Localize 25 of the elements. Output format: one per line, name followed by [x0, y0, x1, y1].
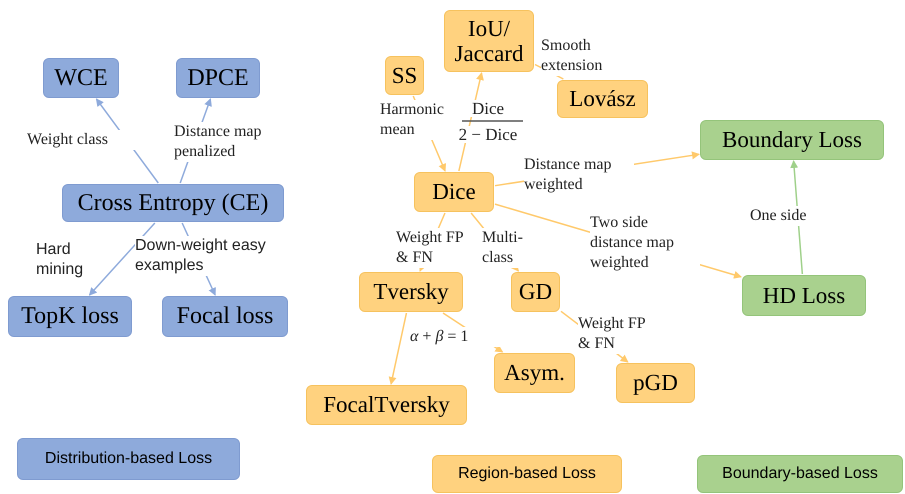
loss-box: Dice	[414, 172, 494, 212]
loss-box: TopK loss	[8, 296, 132, 337]
loss-box: HD Loss	[742, 275, 866, 316]
edge-label: Two side distance map weighted	[590, 213, 700, 273]
arrow	[88, 222, 156, 296]
loss-box: Tversky	[359, 272, 463, 312]
edge-label: α + β = 1	[410, 327, 500, 347]
loss-box: FocalTversky	[306, 385, 467, 425]
loss-box: IoU/ Jaccard	[444, 10, 534, 72]
loss-box: WCE	[43, 58, 119, 98]
legend-box: Region-based Loss	[432, 455, 622, 493]
loss-box: Cross Entropy (CE)	[62, 184, 284, 222]
loss-box: DPCE	[176, 58, 260, 98]
loss-box: Boundary Loss	[700, 120, 884, 160]
loss-box: GD	[511, 272, 560, 312]
loss-box: Asym.	[494, 353, 575, 393]
loss-box: pGD	[616, 363, 695, 403]
edge-label: Weight class	[27, 130, 137, 150]
legend-box: Distribution-based Loss	[17, 438, 240, 480]
loss-box: SS	[385, 56, 424, 95]
loss-box: Lovász	[557, 80, 648, 118]
arrow	[388, 312, 408, 385]
edge-label: Distance map weighted	[524, 155, 634, 195]
loss-box: Focal loss	[162, 296, 288, 337]
legend-box: Boundary-based Loss	[697, 455, 903, 493]
